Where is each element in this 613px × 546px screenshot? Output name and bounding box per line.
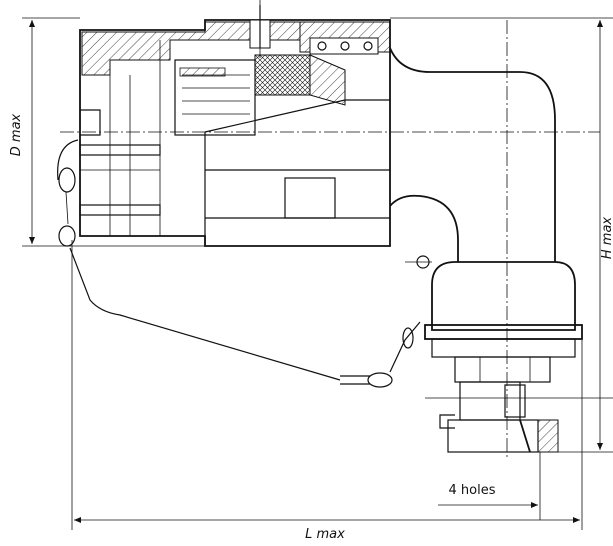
connector-body — [79, 5, 391, 247]
connector-elbow — [389, 47, 556, 262]
cap-chain — [57, 139, 421, 388]
receptacle-housing — [405, 255, 613, 453]
h-max-label: H max — [600, 217, 613, 260]
l-max-label: L max — [305, 527, 345, 542]
dimension-lines — [22, 17, 613, 530]
d-max-label: D max — [9, 113, 24, 156]
holes-label: 4 holes — [449, 483, 496, 498]
